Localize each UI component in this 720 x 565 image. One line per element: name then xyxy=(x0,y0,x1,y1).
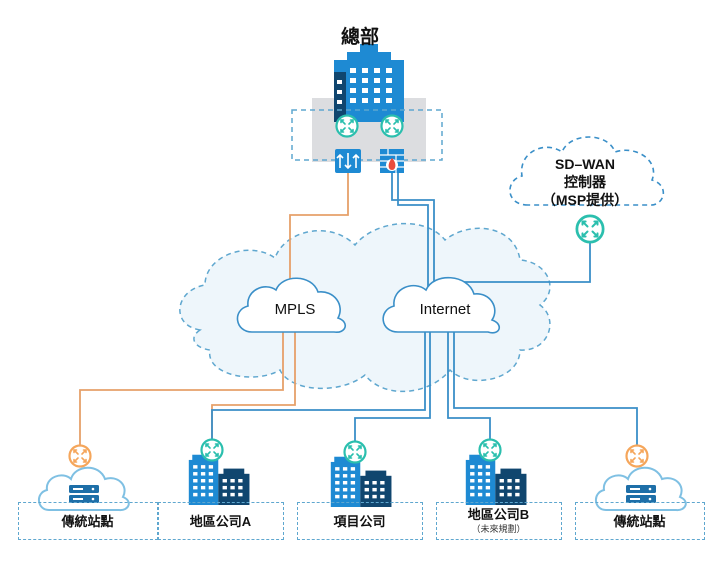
mpls-cloud-icon xyxy=(236,277,346,333)
hq-title: 總部 xyxy=(340,27,379,48)
site-label-main: 地區公司B xyxy=(467,507,530,522)
switch-icon xyxy=(335,149,361,173)
router-icon xyxy=(343,440,367,464)
building-icon xyxy=(188,454,250,505)
site-box: 項目公司 xyxy=(297,502,423,540)
internet-links xyxy=(211,172,638,450)
mpls-label: MPLS xyxy=(274,301,316,318)
site-label-sub: （未來規劃） xyxy=(471,524,526,534)
site-box: 地區公司B （未來規劃） xyxy=(436,502,562,540)
site-label: 傳統站點 xyxy=(613,514,666,529)
site-label: 傳統站點 xyxy=(61,514,114,529)
site-box: 傳統站點 xyxy=(18,502,158,540)
controller-line-2: 控制器 xyxy=(564,174,606,190)
router-icon xyxy=(68,444,92,468)
site-label: 項目公司 xyxy=(333,514,386,529)
sdwan-controller-label: SD–WAN 控制器 （MSP提供） xyxy=(530,155,640,209)
controller-line-1: SD–WAN xyxy=(555,156,615,172)
controller-line-3: （MSP提供） xyxy=(541,192,629,208)
hq-dashed-box xyxy=(291,109,443,161)
hq-router-icon xyxy=(335,114,359,138)
building-icon xyxy=(330,456,392,507)
controller-cloud xyxy=(509,136,664,206)
site-label: 地區公司B （未來規劃） xyxy=(437,507,560,537)
router-icon xyxy=(200,438,224,462)
firewall-icon xyxy=(380,149,404,173)
router-icon xyxy=(625,444,649,468)
internet-cloud-icon xyxy=(382,276,500,334)
controller-router-icon xyxy=(575,214,605,244)
site-box: 地區公司A xyxy=(158,502,284,540)
building-icon xyxy=(465,454,527,505)
site-box: 傳統站點 xyxy=(575,502,705,540)
internet-label: Internet xyxy=(419,301,471,318)
hq-router-icon xyxy=(380,114,404,138)
site-label: 地區公司A xyxy=(189,514,252,529)
router-icon xyxy=(478,438,502,462)
